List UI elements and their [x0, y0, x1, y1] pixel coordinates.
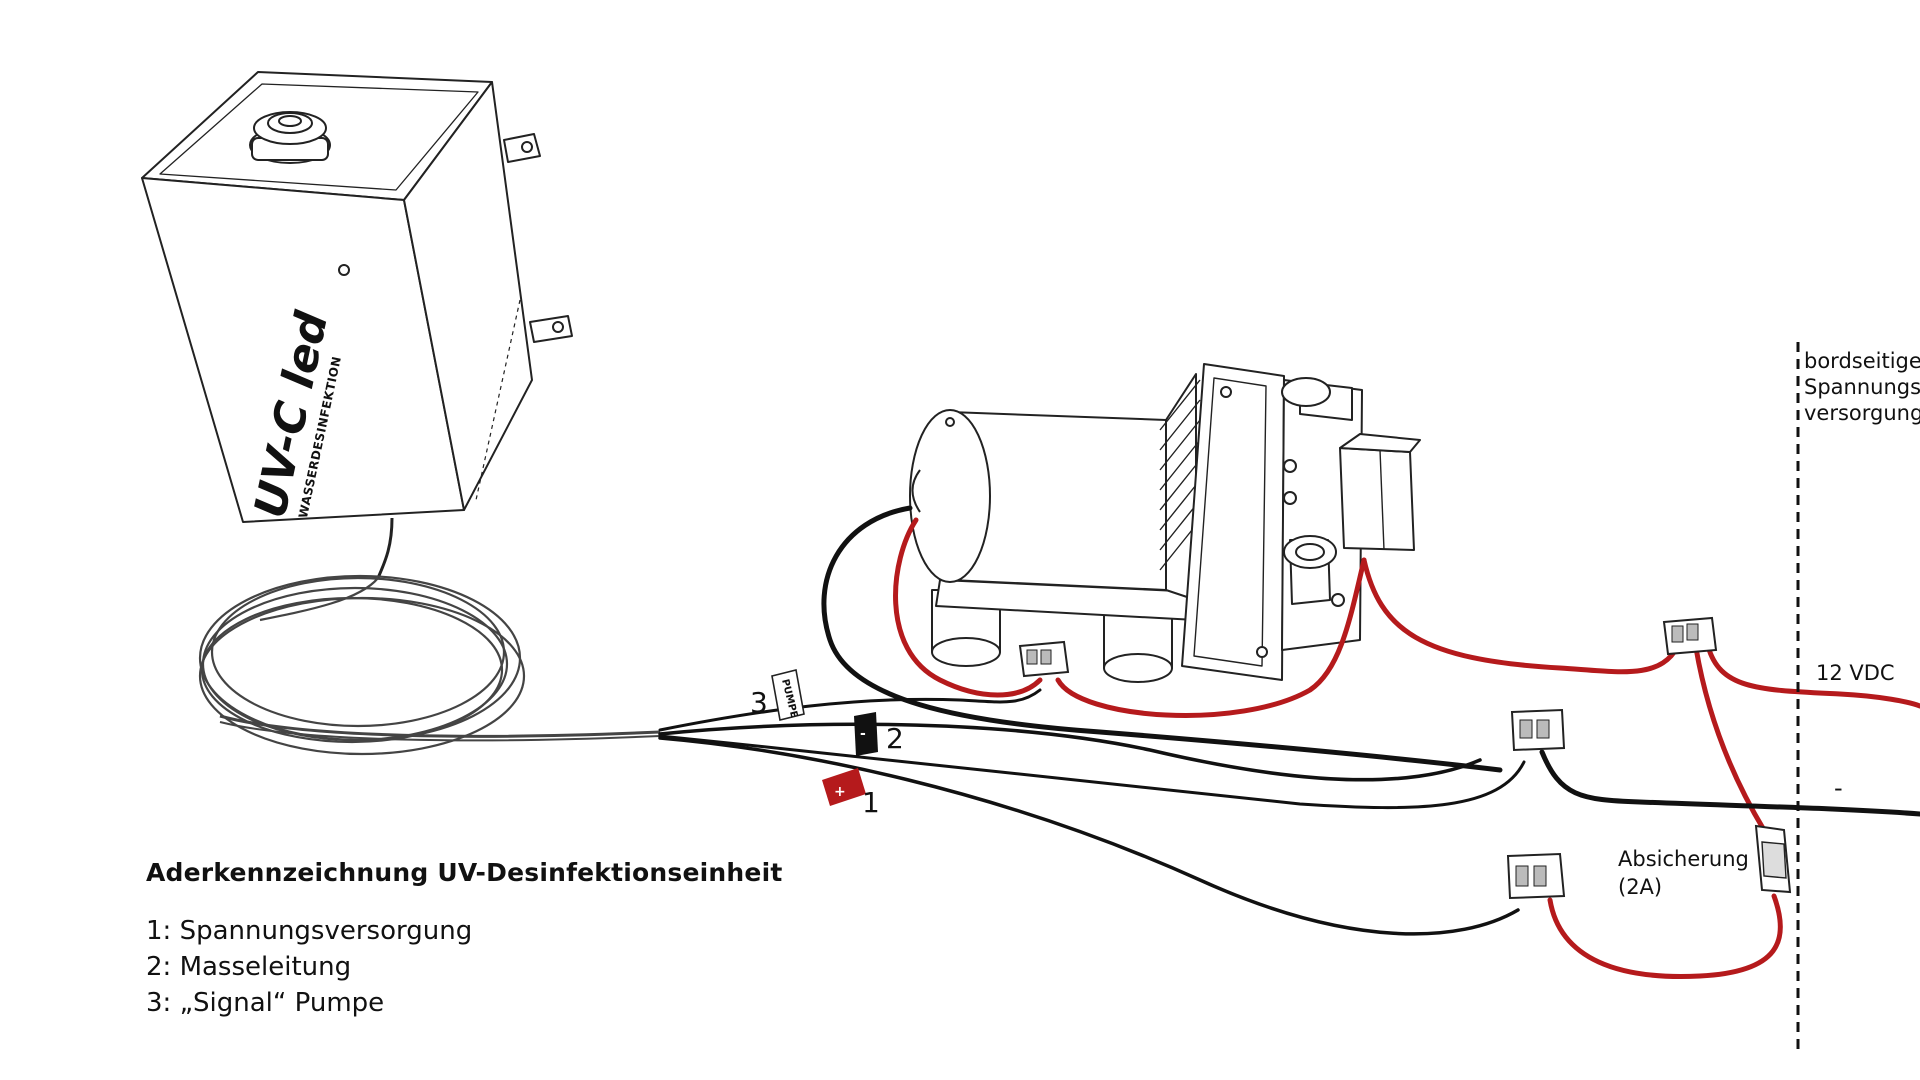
power-connector — [1506, 852, 1566, 900]
wires — [658, 505, 1920, 979]
marker-two: 2 — [886, 722, 904, 755]
fuse-label-line2: (2A) — [1618, 875, 1662, 899]
legend-item-3: 3: „Signal“ Pumpe — [146, 988, 385, 1018]
pump-icon — [909, 363, 1421, 683]
coiled-cable — [198, 574, 661, 756]
onboard-label-line2: Spannungs- — [1804, 375, 1920, 399]
legend-item-2: 2: Masseleitung — [146, 952, 352, 982]
onboard-label-line1: bordseitige — [1804, 349, 1920, 373]
power-sleeve: + — [822, 768, 866, 806]
fuse-holder-icon — [1754, 824, 1792, 894]
ground-sleeve-symbol: - — [860, 726, 866, 742]
wire-legend: Aderkennzeichnung UV-Desinfektionseinhei… — [146, 858, 783, 1021]
voltage-label: 12 VDC — [1816, 661, 1895, 685]
pump-connector — [1018, 640, 1070, 678]
supply-connector — [1662, 616, 1718, 656]
legend-title: Aderkennzeichnung UV-Desinfektionseinhei… — [146, 858, 783, 887]
fuse-label-line1: Absicherung — [1618, 847, 1749, 871]
onboard-label-line3: versorgung — [1804, 401, 1920, 425]
minus-label: - — [1834, 774, 1843, 802]
ground-connector — [1510, 708, 1566, 752]
marker-three: 3 — [750, 686, 768, 719]
legend-item-1: 1: Spannungsversorgung — [146, 916, 473, 946]
power-sleeve-symbol: + — [834, 784, 846, 800]
pump-signal-tag: PUMPE — [771, 669, 805, 721]
ground-sleeve: - — [854, 712, 878, 756]
marker-one: 1 — [862, 786, 880, 819]
terminal-connector-icon — [1018, 616, 1718, 900]
uv-unit-icon — [141, 71, 573, 579]
